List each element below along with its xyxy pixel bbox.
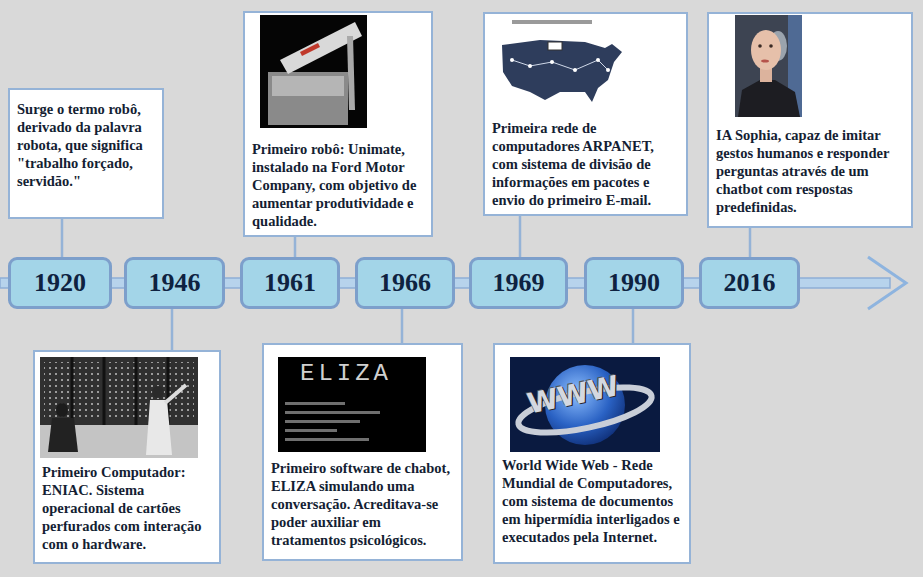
event-description: Primeiro Computador: ENIAC. Sistema oper… — [42, 463, 213, 553]
year-box: 1990 — [584, 257, 684, 309]
year-label: 1920 — [34, 268, 86, 298]
event-description: Surge o termo robô, derivado da palavra … — [17, 100, 156, 190]
connector-line — [632, 309, 635, 343]
connector-line — [749, 228, 752, 257]
year-label: 1946 — [149, 268, 201, 298]
year-box: 1920 — [8, 257, 112, 309]
connector-line — [401, 309, 404, 343]
year-box: 1961 — [240, 257, 340, 309]
event-box: Primeiro robô: Unimate, instalado na For… — [243, 11, 433, 237]
year-box: 1946 — [124, 257, 225, 309]
event-box: Surge o termo robô, derivado da palavra … — [8, 88, 164, 219]
year-box: 2016 — [699, 257, 800, 309]
event-box: Primeiro Computador: ENIAC. Sistema oper… — [33, 350, 221, 564]
event-box: IA Sophia, capaz de imitar gestos humano… — [707, 12, 913, 228]
connector-line — [519, 216, 522, 257]
screen-title: ELIZA — [300, 361, 392, 387]
year-label: 2016 — [724, 268, 776, 298]
event-description: Primeiro robô: Unimate, instalado na For… — [252, 140, 425, 230]
year-box: 1969 — [469, 257, 568, 309]
year-label: 1990 — [608, 268, 660, 298]
year-box: 1966 — [355, 257, 455, 309]
year-label: 1966 — [379, 268, 431, 298]
timeline-arrowhead — [868, 257, 906, 309]
year-label: 1961 — [264, 268, 316, 298]
event-description: World Wide Web - Rede Mundial de Computa… — [502, 456, 683, 546]
event-description: Primeiro software de chabot, ELIZA simul… — [271, 459, 455, 549]
connector-line — [171, 309, 174, 350]
connector-line — [61, 219, 64, 257]
event-description: IA Sophia, capaz de imitar gestos humano… — [716, 126, 905, 216]
event-description: Primeira rede de computadores ARPANET, c… — [492, 119, 680, 209]
event-box: Primeira rede de computadores ARPANET, c… — [483, 12, 688, 216]
connector-line — [294, 237, 297, 257]
year-label: 1969 — [493, 268, 545, 298]
